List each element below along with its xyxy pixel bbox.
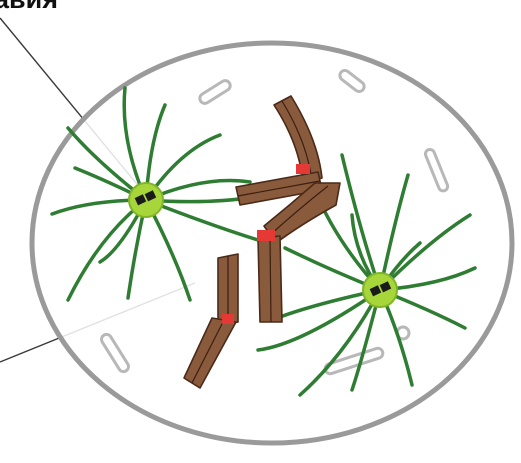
- centrosome-left: [129, 183, 163, 217]
- centrosome-right: [363, 273, 397, 307]
- spindle-pole-centrosome-icon: [129, 183, 163, 217]
